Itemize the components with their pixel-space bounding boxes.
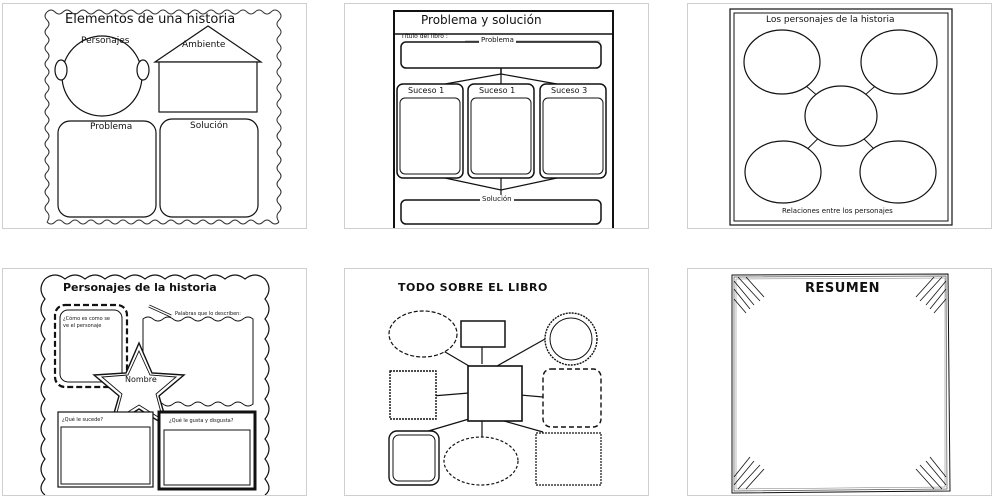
worksheet-card-personajes-historia[interactable]: Personajes de la historia ¿Cómo es como … — [2, 268, 307, 496]
worksheet-personajes-drawing — [729, 8, 953, 226]
star-name-label: Nombre — [125, 375, 157, 384]
worksheet-card-elementos[interactable]: Elementos de una historia Personajes Amb… — [2, 3, 307, 229]
worksheet-resumen-drawing — [731, 273, 951, 494]
prompt-describing-words: Palabras que lo describen: — [175, 311, 241, 317]
worksheet-card-personajes[interactable]: Los personajes de la historia Relaciones… — [687, 3, 992, 229]
worksheet-title: Los personajes de la historia — [766, 15, 895, 25]
worksheet-title: Elementos de una historia — [65, 12, 236, 27]
event-label-2: Suceso 1 — [479, 86, 516, 95]
worksheet-title: Personajes de la historia — [63, 281, 217, 294]
worksheet-problema-drawing — [393, 10, 614, 228]
prompt-appearance: ¿Cómo es como se ve el personaje — [63, 316, 111, 329]
worksheet-title: Problema y solución — [421, 13, 542, 27]
event-label-1: Suceso 1 — [408, 86, 445, 95]
prompt-what-happens: ¿Qué le sucede? — [62, 417, 103, 423]
book-title-label: Título del libro : — [401, 33, 448, 40]
event-label-3: Suceso 3 — [551, 86, 588, 95]
label-setting: Ambiente — [182, 40, 226, 50]
worksheet-elementos-drawing — [44, 9, 282, 225]
worksheet-title: TODO SOBRE EL LIBRO — [398, 281, 548, 294]
relationships-footer: Relaciones entre los personajes — [782, 207, 893, 215]
worksheet-card-resumen[interactable]: RESUMEN — [687, 268, 992, 496]
worksheet-card-todo-sobre-libro[interactable]: TODO SOBRE EL LIBRO — [344, 268, 649, 496]
label-solution: Solución — [190, 121, 229, 131]
worksheet-personajes-historia-drawing — [40, 274, 270, 495]
worksheet-card-problema-solucion[interactable]: Problema y solución Título del libro : P… — [344, 3, 649, 229]
worksheet-todo-libro-drawing — [388, 310, 602, 486]
solution-label: Solución — [480, 195, 514, 203]
prompt-likes-dislikes: ¿Qué le gusta y disgusta? — [169, 418, 234, 424]
problem-label: Problema — [479, 36, 516, 44]
label-characters: Personajes — [81, 36, 130, 46]
label-problem: Problema — [90, 122, 133, 132]
worksheet-title: RESUMEN — [805, 281, 881, 296]
